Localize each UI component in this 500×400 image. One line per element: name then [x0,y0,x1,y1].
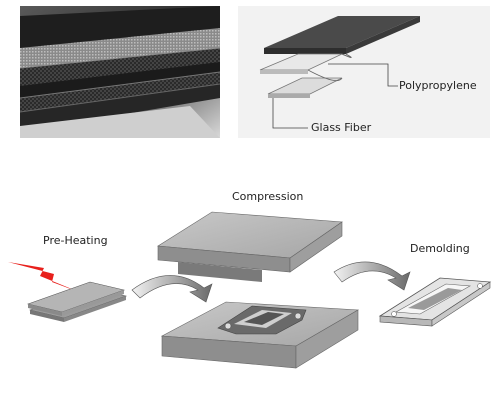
pre-heating-label: Pre-Heating [43,234,108,247]
compression-label: Compression [232,190,304,203]
material-layers-diagram: Polypropylene Glass Fiber [238,6,490,138]
preheated-sheets [26,281,128,322]
demolding-label: Demolding [410,242,470,255]
composite-sheets-photo [20,6,220,138]
polypropylene-callout [328,63,398,87]
top-layer [264,16,420,48]
upper-press-plate [157,211,343,282]
lightning-icon [8,262,84,294]
polypropylene-label: Polypropylene [399,79,477,92]
glass-fiber-callout [272,98,308,129]
polypropylene-layer [259,53,343,71]
demolded-part [378,277,492,327]
arrow-to-demolding [333,261,411,291]
lower-mold [160,301,360,369]
process-diagram: Pre-Heating Compression Demolding [0,150,500,400]
glass-fiber-label: Glass Fiber [311,121,372,134]
glass-fiber-layer [267,77,343,95]
arrow-to-compression [131,275,213,303]
